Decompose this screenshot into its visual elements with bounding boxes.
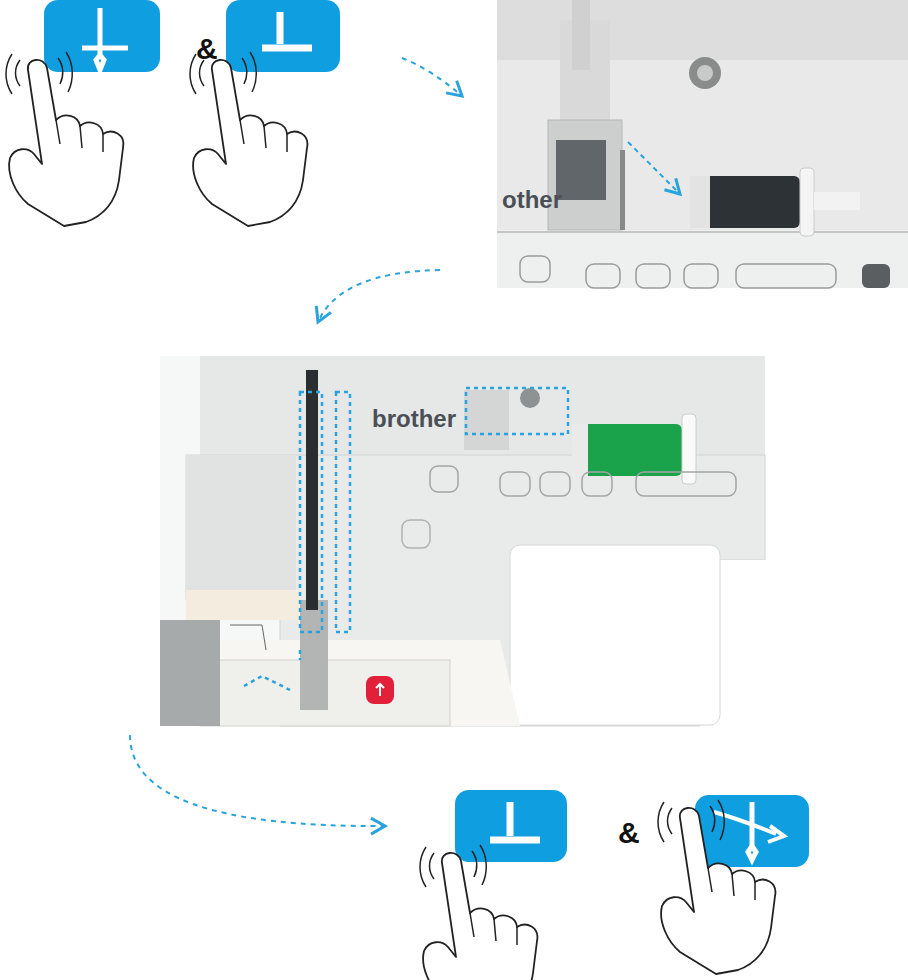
brand-logo: brother (372, 407, 456, 431)
ampersand: & (618, 818, 640, 848)
ampersand: & (196, 34, 218, 64)
brand-logo: other (502, 188, 562, 212)
machine-photo-1 (497, 0, 908, 288)
needle-button (44, 0, 160, 72)
machine-photo-2 (160, 356, 765, 726)
start-button (366, 676, 394, 704)
presser-foot-button (226, 0, 340, 72)
